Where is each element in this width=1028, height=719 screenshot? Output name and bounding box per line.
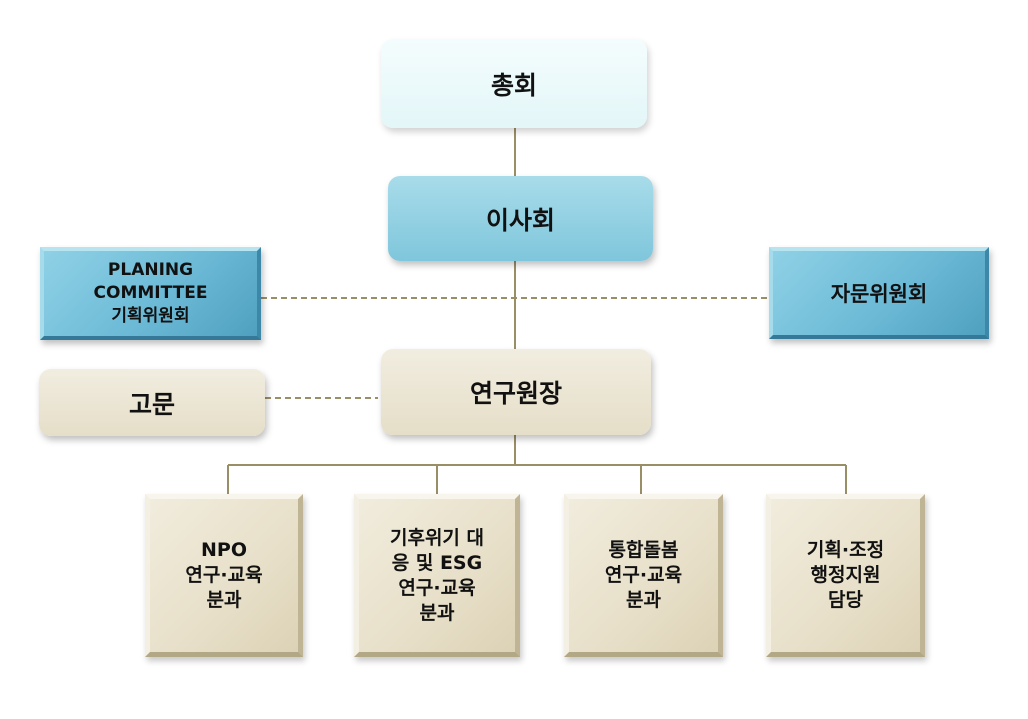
node-institute-director: 연구원장 [381,349,651,435]
node-planning-committee: PLANING COMMITTEE 기획위원회 [40,247,261,340]
node-board-of-directors: 이사회 [388,176,653,261]
node-unit-npo: NPO 연구·교육 분과 [145,494,303,657]
node-advisor: 고문 [39,369,265,436]
node-advisory-committee-label: 자문위원회 [830,282,928,306]
node-planning-committee-label: PLANING COMMITTEE 기획위원회 [93,260,208,326]
node-unit-care-label: 통합돌봄 연구·교육 분과 [604,539,683,611]
node-unit-npo-label: NPO 연구·교육 분과 [185,539,263,611]
node-unit-climate-label: 기후위기 대 응 및 ESG 연구·교육 분과 [389,526,484,624]
node-general-assembly-label: 총회 [490,70,537,100]
node-general-assembly: 총회 [381,39,647,128]
node-unit-planning-admin: 기획·조정 행정지원 담당 [766,494,925,657]
node-director-label: 연구원장 [469,379,562,408]
node-advisory-committee: 자문위원회 [769,247,989,339]
node-advisor-label: 고문 [128,389,175,419]
node-unit-admin-label: 기획·조정 행정지원 담당 [806,539,885,611]
node-unit-climate-esg: 기후위기 대 응 및 ESG 연구·교육 분과 [354,494,520,657]
node-unit-integrated-care: 통합돌봄 연구·교육 분과 [564,494,723,657]
node-board-label: 이사회 [485,205,555,235]
